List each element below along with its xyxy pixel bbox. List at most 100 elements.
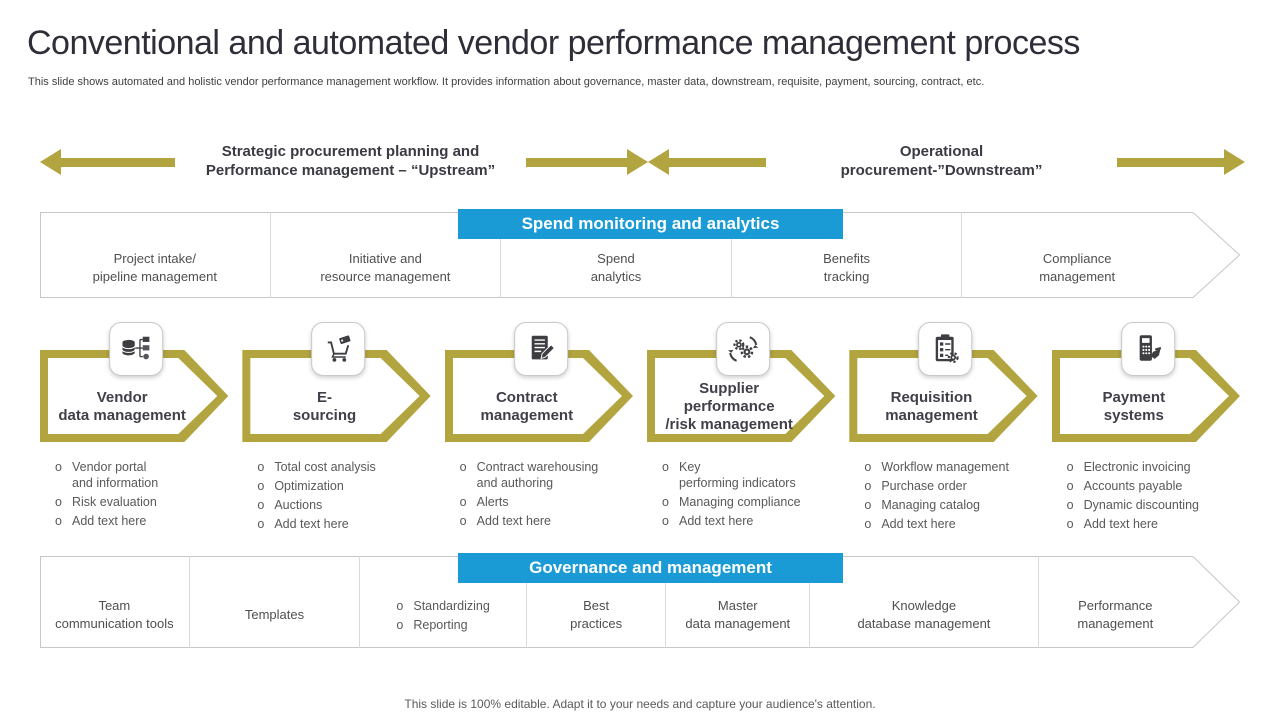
governance-cell-label: Performance management xyxy=(1077,597,1154,631)
bullet-text: Purchase order xyxy=(881,479,967,493)
spend-cell-label: Compliance management xyxy=(1039,250,1116,284)
shopping-cart-icon xyxy=(311,322,366,376)
bullet-marker-icon: o xyxy=(396,598,404,613)
bullet-marker-icon: o xyxy=(1066,479,1074,493)
process-row: Vendor data management o Vendor portal and… xyxy=(40,322,1240,532)
bullet-text: Risk evaluation xyxy=(72,495,157,509)
process-chevron: E- sourcing xyxy=(242,322,430,442)
governance-cell-label: Master data management xyxy=(685,597,791,631)
governance-banner: Governance and management xyxy=(458,553,843,583)
arrow-shaft xyxy=(526,157,627,167)
governance-cell-label: Best practices xyxy=(570,597,623,631)
arrowhead-icon xyxy=(648,149,669,175)
bullet-marker-icon: o xyxy=(459,495,467,509)
process-item: Vendor data management o Vendor portal and… xyxy=(40,322,228,532)
governance-cell: Performance management xyxy=(1037,556,1192,648)
bullet-marker-icon: o xyxy=(55,460,62,474)
governance-band: Governance and management Team communica… xyxy=(40,553,1240,648)
bullet-item: o Add text here xyxy=(257,516,430,532)
spend-cell-label: Initiative and resource management xyxy=(320,250,451,284)
bullet-marker-icon: o xyxy=(396,617,404,632)
bullet-text: Add text here xyxy=(1083,517,1158,531)
governance-cell-label: Team communication tools xyxy=(55,597,174,631)
bullet-text: Managing compliance xyxy=(678,495,801,509)
bullet-marker-icon: o xyxy=(257,517,265,531)
bullet-marker-icon: o xyxy=(864,517,872,531)
arrow-shaft xyxy=(1117,157,1224,167)
governance-cell-label: Knowledge database management xyxy=(857,597,991,631)
arrow-shaft xyxy=(61,157,175,167)
bullet-text: Alerts xyxy=(476,495,509,509)
bullet-marker-icon: o xyxy=(257,460,265,474)
bullet-item: o Add text here xyxy=(864,516,1037,532)
process-chevron: Supplier performance /risk management xyxy=(647,322,835,442)
arrow-right-icon xyxy=(1117,149,1245,175)
band-arrow-outline xyxy=(40,212,1240,298)
bullet-text: Dynamic discounting xyxy=(1083,498,1199,512)
bullet-marker-icon: o xyxy=(1066,517,1074,531)
bullet-marker-icon: o xyxy=(55,495,62,509)
arrow-left-icon xyxy=(40,149,175,175)
page-title: Conventional and automated vendor perfor… xyxy=(27,24,1080,62)
bullet-marker-icon: o xyxy=(661,460,669,474)
process-label: Vendor data management xyxy=(58,389,186,424)
spend-cell: Compliance management xyxy=(961,212,1192,298)
subtitle: This slide shows automated and holistic … xyxy=(28,76,985,88)
clipboard-gear-icon xyxy=(918,322,973,376)
bullet-text: Standardizing xyxy=(413,598,490,613)
process-item: Requisition management o Workflow manageme… xyxy=(849,322,1037,532)
bullet-marker-icon: o xyxy=(459,460,467,474)
spend-cell: Benefits tracking xyxy=(730,212,962,298)
bullet-text: Workflow management xyxy=(881,460,1009,474)
process-chevron: Payment systems xyxy=(1052,322,1240,442)
bullet-marker-icon: o xyxy=(661,495,669,509)
process-chevron: Requisition management xyxy=(849,322,1037,442)
bullet-item: o Add text here xyxy=(460,513,633,529)
governance-cell: Knowledge database management xyxy=(809,556,1037,648)
band-arrow-outline xyxy=(40,556,1240,648)
bullet-text: Add text here xyxy=(274,517,349,531)
bullet-marker-icon: o xyxy=(1066,498,1074,512)
bullet-marker-icon: o xyxy=(864,498,872,512)
contract-pen-icon xyxy=(513,322,568,376)
governance-cell: Team communication tools xyxy=(40,556,189,648)
bullet-text: Electronic invoicing xyxy=(1083,460,1191,474)
bullet-marker-icon: o xyxy=(864,460,872,474)
process-chevron: Vendor data management xyxy=(40,322,228,442)
bullet-marker-icon: o xyxy=(459,514,467,528)
governance-cell: Master data management xyxy=(665,556,809,648)
arrowhead-icon xyxy=(40,149,61,175)
bullet-text: Add text here xyxy=(476,514,552,528)
arrowhead-icon xyxy=(627,149,648,175)
bullet-text: Vendor portal and information xyxy=(72,460,159,490)
spend-cell-label: Project intake/ pipeline management xyxy=(92,250,217,284)
process-label: Requisition management xyxy=(885,389,978,424)
bullet-marker-icon: o xyxy=(257,479,265,493)
spend-cell-label: Spend analytics xyxy=(590,250,642,284)
bullet-item: o Alerts xyxy=(460,494,633,510)
arrowhead-icon xyxy=(1224,149,1245,175)
gears-sync-icon xyxy=(716,322,771,376)
bullet-marker-icon: o xyxy=(1066,460,1074,474)
bullet-text: Auctions xyxy=(274,498,323,512)
bullet-text: Add text here xyxy=(881,517,956,531)
database-network-icon xyxy=(109,322,164,376)
bullet-text: Contract warehousing and authoring xyxy=(476,460,599,490)
bullet-text: Add text here xyxy=(678,514,754,528)
